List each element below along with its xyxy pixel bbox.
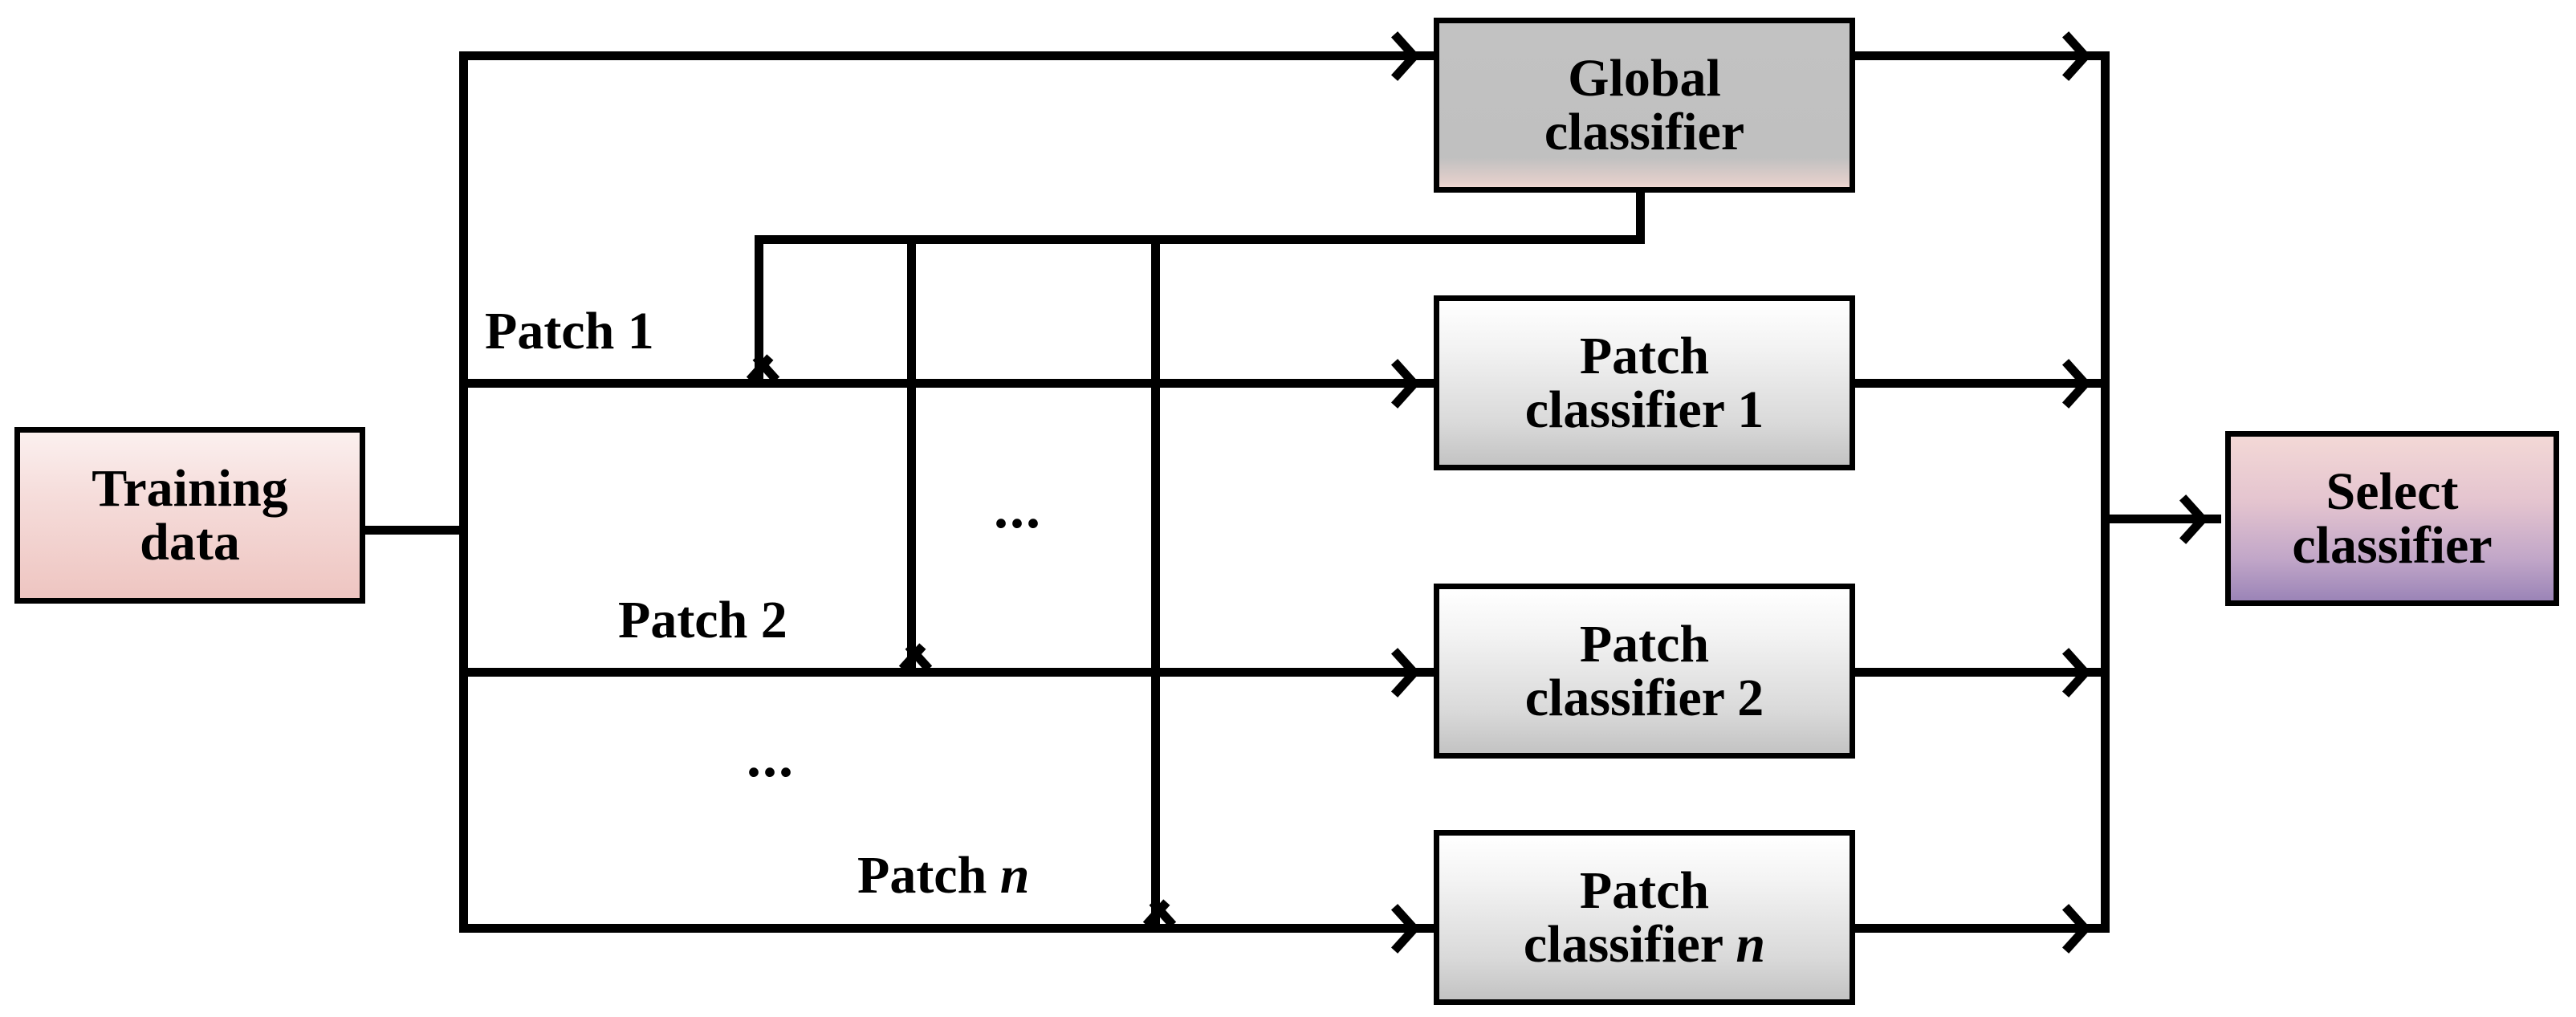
node-patch-classifier-2[interactable]: Patch classifier 2 <box>1434 584 1855 759</box>
select-classifier-line-2: classifier <box>2292 516 2493 575</box>
node-global-classifier[interactable]: Global classifier <box>1434 18 1855 193</box>
patch-classifier-n-line-1: Patch <box>1579 860 1710 920</box>
label-patch-n-index: n <box>999 846 1030 905</box>
patch-classifier-n-index: n <box>1736 915 1766 974</box>
training-data-line-1: Training <box>92 458 288 518</box>
edge-global-feedback-stub <box>1636 188 1645 244</box>
fanout-trunk <box>459 51 468 933</box>
arrowhead-into-patch-classifier-1 <box>1397 365 1434 402</box>
label-patch-1: Patch 1 <box>485 305 654 358</box>
edge-patchn-to-collector <box>1855 924 2106 933</box>
label-patch-2-text: Patch 2 <box>618 591 787 649</box>
arrowhead-collector-patch1 <box>2068 365 2105 402</box>
edge-trunk-to-patchn <box>459 924 1435 933</box>
arrowhead-into-select-classifier <box>2185 501 2222 538</box>
edge-feedback-drop-patch2 <box>907 235 916 673</box>
edge-patch1-to-collector <box>1855 379 2106 388</box>
edge-collector-to-select <box>2101 515 2221 523</box>
patch-classifier-2-line-1: Patch <box>1579 614 1710 673</box>
arrowhead-into-global-classifier <box>1397 38 1434 75</box>
ellipsis-lower-text: ... <box>747 725 795 789</box>
patch-classifier-1-line-2: classifier 1 <box>1524 380 1764 439</box>
training-data-line-2: data <box>140 513 240 572</box>
patch-classifier-1-line-1: Patch <box>1579 326 1710 385</box>
edge-trunk-to-patch2 <box>459 668 1435 677</box>
ellipsis-middle: ... <box>994 479 1042 537</box>
edge-trunk-to-global <box>459 51 1435 60</box>
node-select-classifier[interactable]: Select classifier <box>2225 431 2559 606</box>
edge-feedback-drop-patch1 <box>755 235 763 384</box>
label-patch-n: Patch n <box>857 849 1030 902</box>
node-training-data[interactable]: Training data <box>14 427 365 604</box>
select-classifier-line-1: Select <box>2326 462 2459 521</box>
patch-classifier-n-prefix: classifier <box>1523 915 1736 974</box>
arrowhead-collector-patch2 <box>2068 654 2105 691</box>
collector-bus <box>2101 51 2110 933</box>
edge-training-to-trunk <box>365 526 468 535</box>
ellipsis-middle-text: ... <box>994 476 1042 540</box>
arrowhead-down-patch-2 <box>906 654 943 691</box>
edge-patch2-to-collector <box>1855 668 2106 677</box>
arrowhead-into-patch-classifier-2 <box>1397 654 1434 691</box>
global-classifier-line-2: classifier <box>1544 103 1745 161</box>
arrowhead-into-patch-classifier-n <box>1397 910 1434 947</box>
label-patch-2: Patch 2 <box>618 594 787 647</box>
arrowhead-down-patch-n <box>1150 910 1187 947</box>
global-classifier-line-1: Global <box>1568 48 1721 108</box>
edge-global-feedback-bus <box>755 235 1645 244</box>
patch-classifier-n-line-2: classifier n <box>1524 917 1765 971</box>
arrowhead-collector-global <box>2068 38 2105 75</box>
edge-global-to-collector <box>1855 51 2106 60</box>
label-patch-n-prefix: Patch <box>857 846 1000 905</box>
node-patch-classifier-1[interactable]: Patch classifier 1 <box>1434 295 1855 470</box>
edge-trunk-to-patch1 <box>459 379 1435 388</box>
label-patch-1-text: Patch 1 <box>485 302 654 360</box>
ellipsis-lower: ... <box>747 728 795 786</box>
arrowhead-collector-patchn <box>2068 910 2105 947</box>
arrowhead-down-patch-1 <box>754 365 791 402</box>
edge-feedback-drop-patchn <box>1151 235 1160 929</box>
patch-classifier-2-line-2: classifier 2 <box>1524 669 1764 727</box>
node-patch-classifier-n[interactable]: Patch classifier n <box>1434 830 1855 1005</box>
